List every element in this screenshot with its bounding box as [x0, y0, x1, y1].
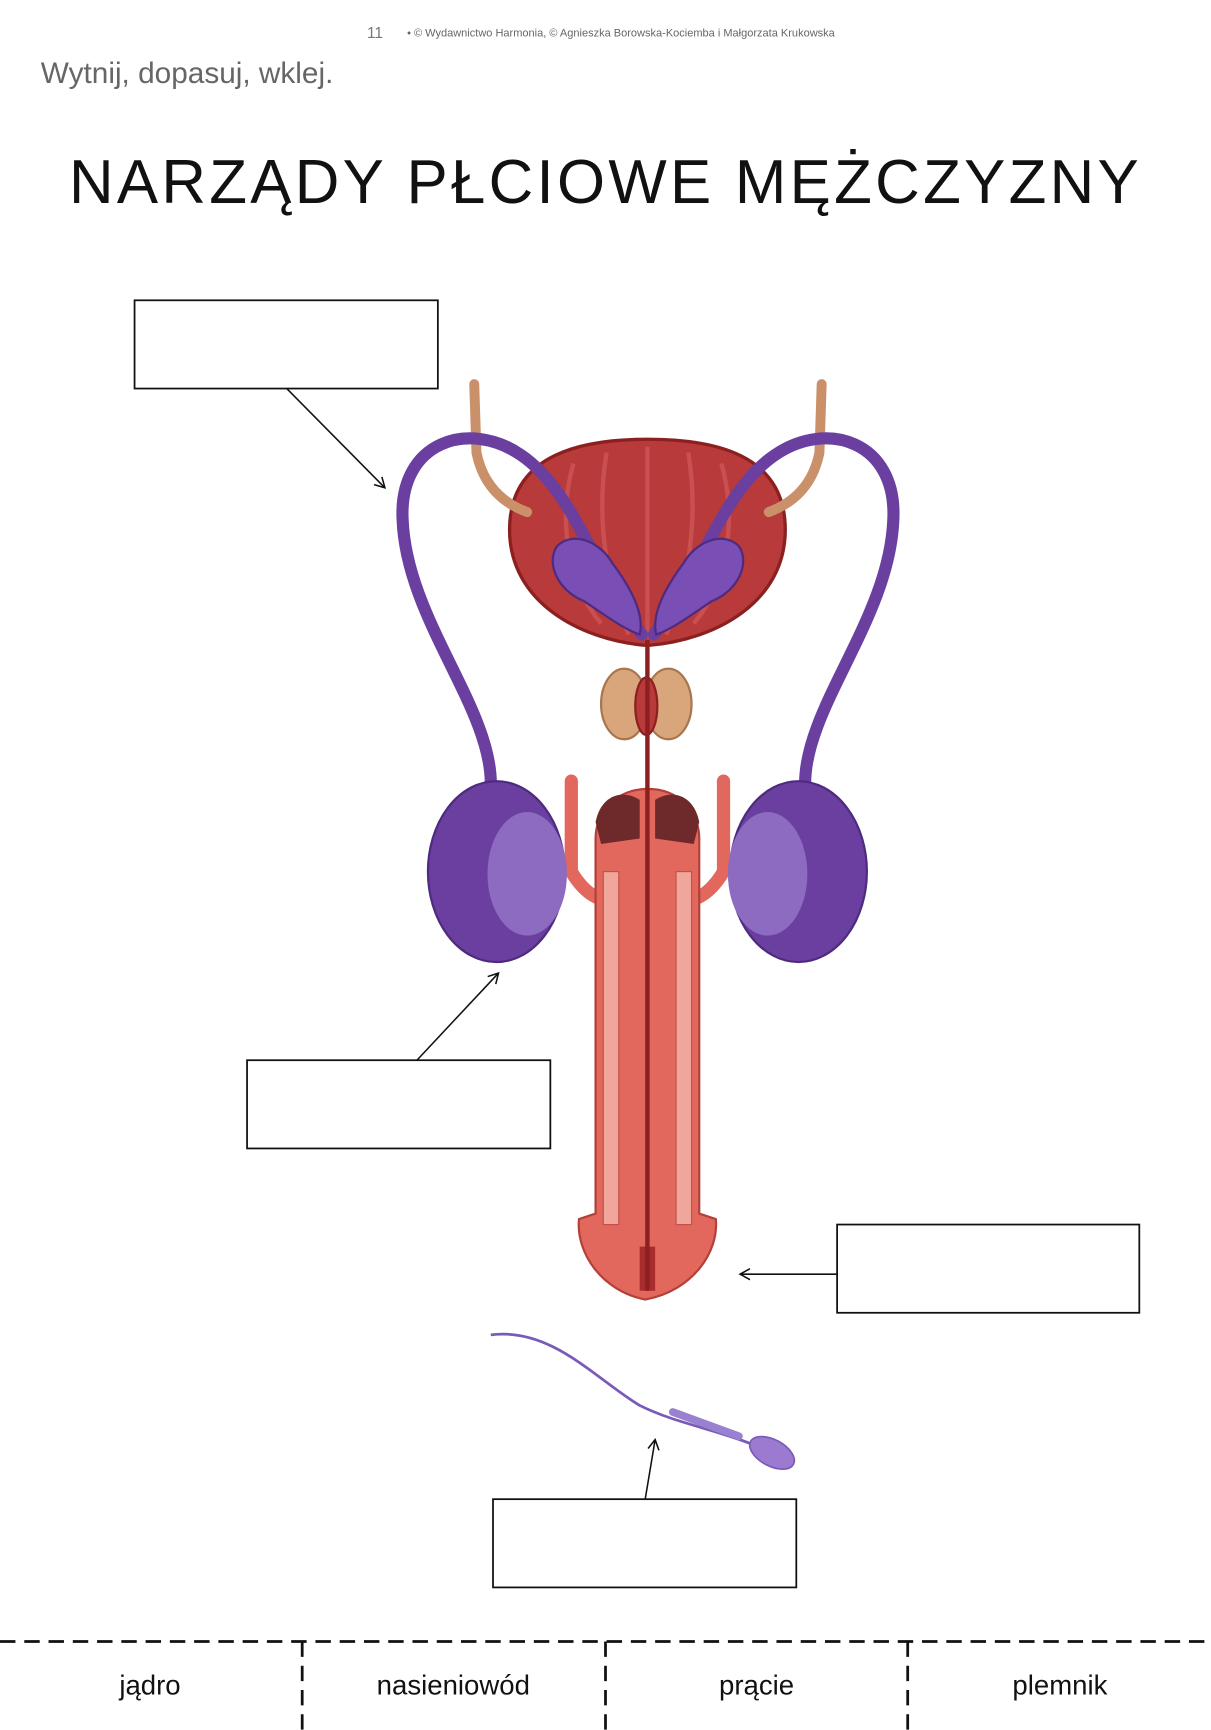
testis-left	[426, 780, 567, 964]
page-title: NARZĄDY PŁCIOWE MĘŻCZYZNY	[69, 148, 1142, 217]
cutout-label-jadro[interactable]: jądro	[118, 1669, 180, 1700]
pointer-arrow	[416, 971, 500, 1061]
ureter-left	[469, 379, 533, 518]
bladder	[507, 437, 787, 648]
pointer-arrow	[286, 387, 387, 489]
label-drop-box-penis[interactable]	[836, 1223, 1141, 1314]
pointer-arrow	[644, 1438, 660, 1500]
cutout-label-pracie[interactable]: prącie	[719, 1669, 794, 1700]
label-drop-box-testis[interactable]	[246, 1059, 552, 1150]
vas-deferens-left	[396, 432, 648, 790]
label-drop-box-sperm[interactable]	[492, 1498, 798, 1589]
testis-right	[727, 780, 868, 964]
sperm-cell	[490, 1332, 796, 1470]
penis	[577, 787, 718, 1301]
instruction-text: Wytnij, dopasuj, wklej.	[41, 57, 334, 90]
anatomy-illustration	[396, 379, 900, 1470]
ureter-right	[763, 379, 827, 518]
copyright-text: • © Wydawnictwo Harmonia, © Agnieszka Bo…	[407, 28, 836, 40]
page-number: 11	[367, 25, 383, 42]
cutout-label-nasieniowod[interactable]: nasieniowód	[377, 1669, 530, 1700]
label-drop-box-vas-deferens[interactable]	[133, 299, 439, 390]
cutout-label-plemnik[interactable]: plemnik	[1012, 1669, 1107, 1700]
vas-deferens-right	[647, 432, 900, 790]
seminal-vesicles	[551, 537, 745, 636]
cutout-strip: jądro nasieniowód prącie plemnik	[0, 1640, 1211, 1730]
